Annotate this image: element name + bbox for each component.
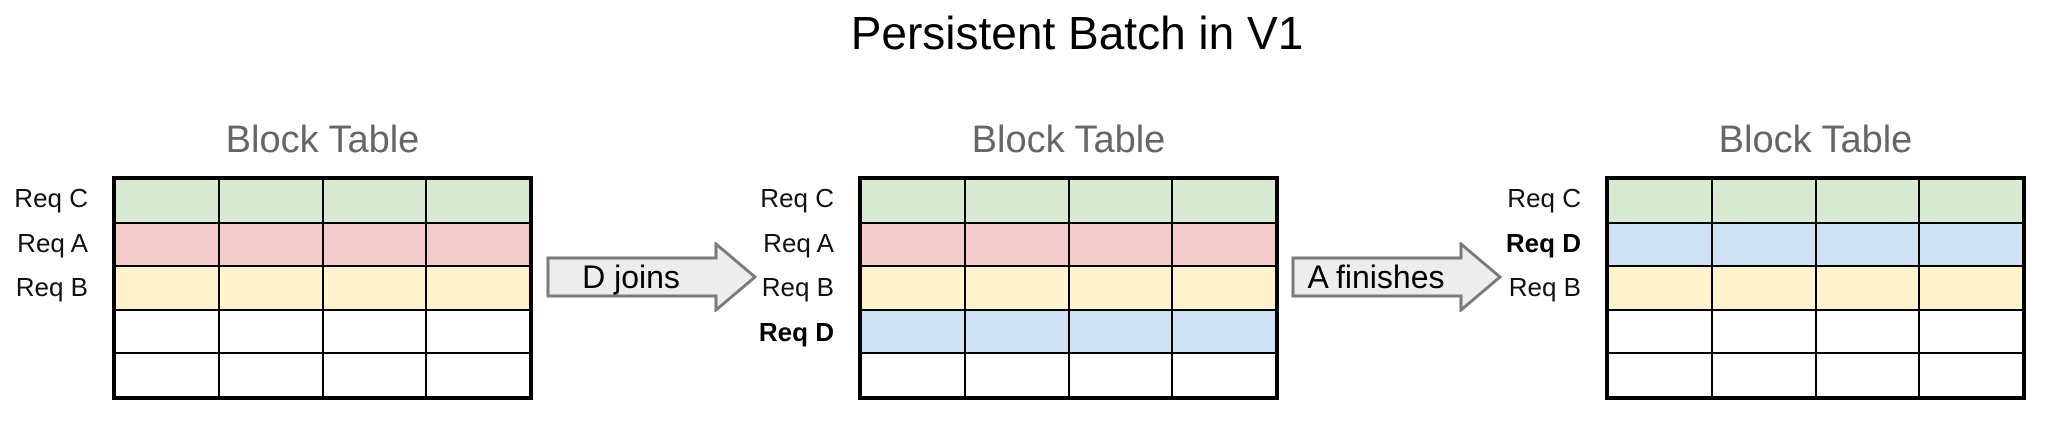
block-cell-req-b-col3 (322, 266, 427, 310)
arrow-label-d-joins: D joins (582, 258, 680, 295)
block-cell-empty-col2 (218, 353, 323, 397)
block-cell-req-b-col2 (964, 266, 1069, 310)
block-cell-empty-col3 (1815, 353, 1920, 397)
row-label-empty (0, 310, 112, 355)
block-cell-req-d-col4 (1172, 309, 1276, 354)
block-cell-req-a-col4 (426, 222, 530, 267)
block-cell-req-d-col2 (1711, 222, 1816, 267)
block-cell-req-d-col3 (1815, 222, 1920, 267)
block-table-2: Block Table Req C Req A Req B Req D (698, 100, 1288, 410)
block-cell-req-c-col3 (1068, 179, 1173, 223)
block-cell-empty-col4 (1172, 353, 1276, 397)
block-cell-req-d-col4 (1919, 222, 2023, 267)
block-cell-req-d-col2 (964, 309, 1069, 354)
block-cell-empty-col2 (218, 309, 323, 354)
right-arrow-icon (1291, 242, 1503, 312)
block-cell-empty-col1 (115, 309, 219, 354)
block-cell-req-c-col2 (1711, 179, 1816, 223)
block-cell-empty-col1 (861, 353, 965, 397)
block-cell-req-a-col3 (1068, 222, 1173, 267)
row-label-req-d: Req D (758, 317, 834, 348)
block-cell-req-b-col2 (218, 266, 323, 310)
row-label-req-c: Req C (760, 182, 834, 213)
block-cell-empty-col3 (322, 353, 427, 397)
row-label-req-b: Req B (15, 272, 88, 303)
block-cell-req-c-col1 (115, 179, 219, 223)
block-cell-req-a-col3 (322, 222, 427, 267)
block-table-2-row-labels: Req C Req A Req B Req D (698, 176, 858, 400)
row-label-empty (0, 355, 112, 400)
block-table-2-grid (858, 176, 1279, 400)
block-cell-req-c-col2 (964, 179, 1069, 223)
block-cell-empty-col2 (1711, 353, 1816, 397)
transition-arrow-d-joins: D joins (546, 242, 758, 312)
row-label-empty (1445, 355, 1605, 400)
page-title: Persistent Batch in V1 (850, 7, 1304, 59)
block-cell-empty-col2 (1711, 309, 1816, 354)
block-cell-req-b-col4 (426, 266, 530, 310)
block-cell-req-d-col3 (1068, 309, 1173, 354)
block-table-1: Block Table Req C Req A Req B (0, 100, 542, 410)
block-table-3: Block Table Req C Req D Req B (1445, 100, 2035, 410)
block-cell-req-c-col4 (1919, 179, 2023, 223)
block-cell-req-b-col2 (1711, 266, 1816, 310)
block-cell-req-b-col3 (1068, 266, 1173, 310)
block-cell-empty-col2 (964, 353, 1069, 397)
block-table-3-title: Block Table (1718, 119, 1913, 161)
block-cell-req-c-col3 (1815, 179, 1920, 223)
block-cell-req-c-col1 (861, 179, 965, 223)
block-cell-empty-col4 (1919, 309, 2023, 354)
block-cell-req-d-col1 (861, 309, 965, 354)
right-arrow-icon (546, 242, 758, 312)
block-cell-req-a-col2 (964, 222, 1069, 267)
block-cell-req-c-col1 (1608, 179, 1712, 223)
block-cell-req-c-col3 (322, 179, 427, 223)
block-table-1-row-labels: Req C Req A Req B (0, 176, 112, 400)
block-table-3-row-labels: Req C Req D Req B (1445, 176, 1605, 400)
block-cell-req-b-col1 (861, 266, 965, 310)
block-table-1-grid (112, 176, 533, 400)
block-cell-req-a-col1 (861, 222, 965, 267)
block-table-2-title: Block Table (971, 119, 1166, 161)
row-label-empty (698, 355, 858, 400)
row-label-req-a: Req A (763, 227, 834, 258)
block-cell-empty-col4 (1919, 353, 2023, 397)
block-table-3-grid (1605, 176, 2026, 400)
block-cell-req-a-col1 (115, 222, 219, 267)
arrow-label-a-finishes: A finishes (1307, 258, 1445, 295)
block-cell-empty-col3 (322, 309, 427, 354)
row-label-req-c: Req C (1507, 182, 1581, 213)
block-cell-empty-col1 (1608, 353, 1712, 397)
block-cell-empty-col4 (426, 353, 530, 397)
row-label-req-b: Req B (761, 272, 834, 303)
block-cell-req-b-col4 (1172, 266, 1276, 310)
block-cell-req-a-col4 (1172, 222, 1276, 267)
block-cell-empty-col1 (115, 353, 219, 397)
row-label-req-d: Req D (1505, 227, 1581, 258)
block-cell-req-b-col1 (115, 266, 219, 310)
block-cell-req-b-col4 (1919, 266, 2023, 310)
block-cell-req-b-col3 (1815, 266, 1920, 310)
block-table-1-title: Block Table (225, 119, 420, 161)
block-cell-req-c-col4 (1172, 179, 1276, 223)
block-cell-req-d-col1 (1608, 222, 1712, 267)
block-cell-req-a-col2 (218, 222, 323, 267)
block-cell-req-c-col2 (218, 179, 323, 223)
transition-arrow-a-finishes: A finishes (1291, 242, 1503, 312)
block-cell-empty-col1 (1608, 309, 1712, 354)
block-cell-empty-col3 (1068, 353, 1173, 397)
row-label-req-b: Req B (1508, 272, 1581, 303)
row-label-req-c: Req C (14, 182, 88, 213)
block-cell-req-c-col4 (426, 179, 530, 223)
block-cell-empty-col3 (1815, 309, 1920, 354)
row-label-empty (1445, 310, 1605, 355)
block-cell-empty-col4 (426, 309, 530, 354)
row-label-req-a: Req A (17, 227, 88, 258)
block-cell-req-b-col1 (1608, 266, 1712, 310)
